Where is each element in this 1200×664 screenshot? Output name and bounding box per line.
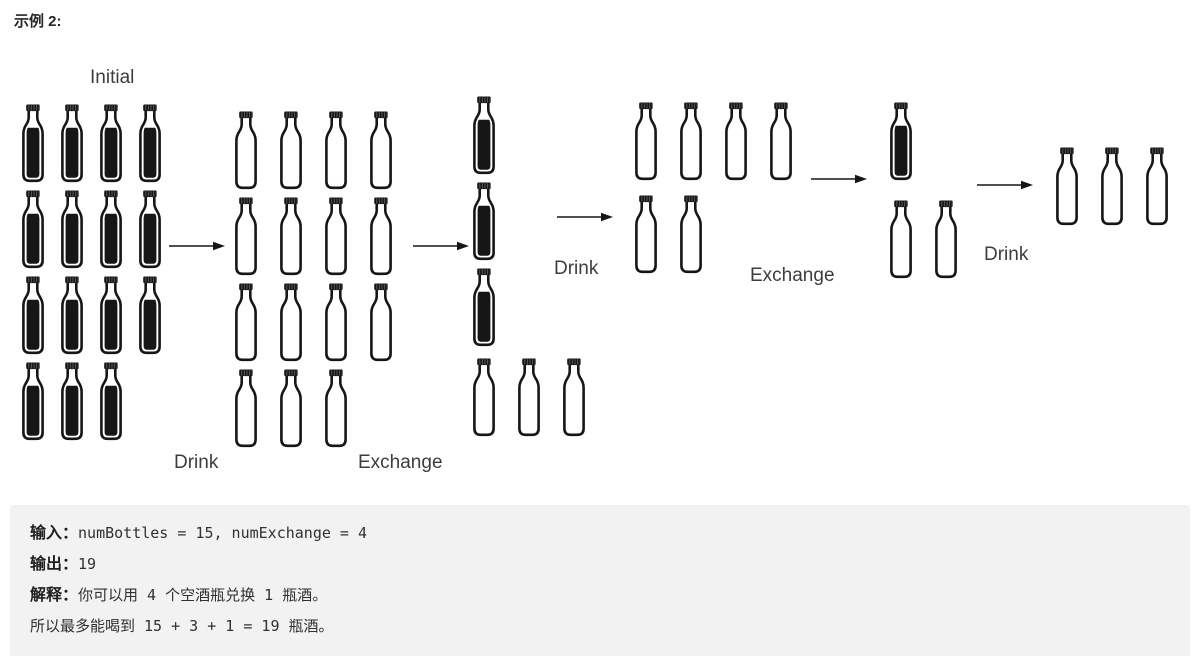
empty-bottle-icon [1099, 147, 1125, 227]
empty-bottle-icon [516, 358, 542, 438]
bottle-row [1054, 147, 1170, 227]
bottle-group-after-second-drink [633, 102, 794, 288]
bottle-row [633, 102, 794, 182]
bottle-row [20, 104, 163, 184]
empty-bottle-icon [933, 200, 959, 280]
arrow-right-icon [413, 241, 469, 251]
empty-bottle-icon [233, 111, 259, 191]
bottle-row [20, 276, 163, 356]
bottle-row [20, 362, 163, 442]
empty-bottle-icon [233, 283, 259, 363]
arrow-right-icon [557, 212, 613, 222]
empty-bottle-icon [1144, 147, 1170, 227]
full-bottle-icon [98, 190, 124, 270]
bottle-exchange-diagram: Initial [20, 67, 1170, 473]
drink-step-label: Drink [984, 244, 1029, 265]
empty-bottle-icon [278, 283, 304, 363]
input-value: numBottles = 15, numExchange = 4 [78, 524, 367, 542]
full-bottle-icon [98, 104, 124, 184]
empty-bottle-icon [561, 358, 587, 438]
exchange-step-label: Exchange [750, 265, 835, 286]
explanation-line: 解释：你可以用 4 个空酒瓶兑换 1 瓶酒。 [30, 580, 1170, 611]
empty-bottle-icon [633, 102, 659, 182]
empty-bottle-icon [471, 358, 497, 438]
explanation-text-2: 所以最多能喝到 15 + 3 + 1 = 19 瓶酒。 [30, 617, 334, 635]
empty-bottle-icon [888, 200, 914, 280]
output-label: 输出： [30, 556, 79, 573]
bottle-row [471, 358, 587, 438]
bottle-row [233, 369, 394, 449]
bottle-row [233, 283, 394, 363]
empty-bottle-icon [678, 195, 704, 275]
empty-bottle-icon [368, 111, 394, 191]
empty-bottle-icon [278, 111, 304, 191]
initial-label: Initial [90, 67, 135, 88]
empty-bottle-icon [323, 197, 349, 277]
empty-bottle-icon [678, 102, 704, 182]
empty-bottle-icon [768, 102, 794, 182]
full-bottle-icon [137, 276, 163, 356]
bottle-row [233, 111, 394, 191]
arrow-right-icon [811, 174, 867, 184]
arrow-right-icon [977, 180, 1033, 190]
empty-bottle-icon [278, 197, 304, 277]
full-bottle-icon [59, 104, 85, 184]
empty-bottle-icon [323, 369, 349, 449]
full-bottle-icon [20, 190, 46, 270]
bottle-row [471, 268, 587, 348]
full-bottle-icon [471, 268, 497, 348]
empty-bottle-icon [723, 102, 749, 182]
full-bottle-icon [98, 276, 124, 356]
bottle-row [471, 182, 587, 262]
drink-step-label: Drink [174, 452, 219, 473]
exchange-step-label: Exchange [358, 452, 443, 473]
input-line: 输入：numBottles = 15, numExchange = 4 [30, 518, 1170, 549]
full-bottle-icon [20, 362, 46, 442]
arrow-right-icon [169, 241, 225, 251]
bottle-row [888, 102, 959, 182]
bottle-group-final [1054, 147, 1170, 233]
full-bottle-icon [471, 182, 497, 262]
empty-bottle-icon [633, 195, 659, 275]
example-io-block: 输入：numBottles = 15, numExchange = 4 输出：1… [10, 505, 1190, 656]
empty-bottle-icon [278, 369, 304, 449]
empty-bottle-icon [368, 283, 394, 363]
full-bottle-icon [137, 190, 163, 270]
full-bottle-icon [20, 104, 46, 184]
explanation-label: 解释： [30, 587, 79, 604]
explanation-text-1: 你可以用 4 个空酒瓶兑换 1 瓶酒。 [78, 586, 328, 604]
full-bottle-icon [20, 276, 46, 356]
drink-step-label: Drink [554, 258, 599, 279]
output-line: 输出：19 [30, 549, 1170, 580]
bottle-group-after-first-drink [233, 111, 394, 455]
example-heading: 示例 2: [14, 13, 62, 30]
full-bottle-icon [137, 104, 163, 184]
bottle-row [20, 190, 163, 270]
full-bottle-icon [471, 96, 497, 176]
bottle-group-after-second-exchange [888, 102, 959, 298]
explanation-line-2: 所以最多能喝到 15 + 3 + 1 = 19 瓶酒。 [30, 611, 1170, 642]
bottle-group-initial [20, 104, 163, 448]
empty-bottle-icon [1054, 147, 1080, 227]
bottle-row [888, 200, 959, 280]
bottle-row [471, 96, 587, 176]
input-label: 输入： [30, 525, 79, 542]
empty-bottle-icon [233, 369, 259, 449]
full-bottle-icon [98, 362, 124, 442]
bottle-row [233, 197, 394, 277]
bottle-row [633, 195, 794, 275]
empty-bottle-icon [368, 197, 394, 277]
full-bottle-icon [59, 362, 85, 442]
full-bottle-icon [888, 102, 914, 182]
bottle-group-after-first-exchange [471, 96, 587, 444]
output-value: 19 [78, 555, 97, 573]
empty-bottle-icon [233, 197, 259, 277]
empty-bottle-icon [323, 283, 349, 363]
empty-bottle-icon [323, 111, 349, 191]
full-bottle-icon [59, 190, 85, 270]
full-bottle-icon [59, 276, 85, 356]
